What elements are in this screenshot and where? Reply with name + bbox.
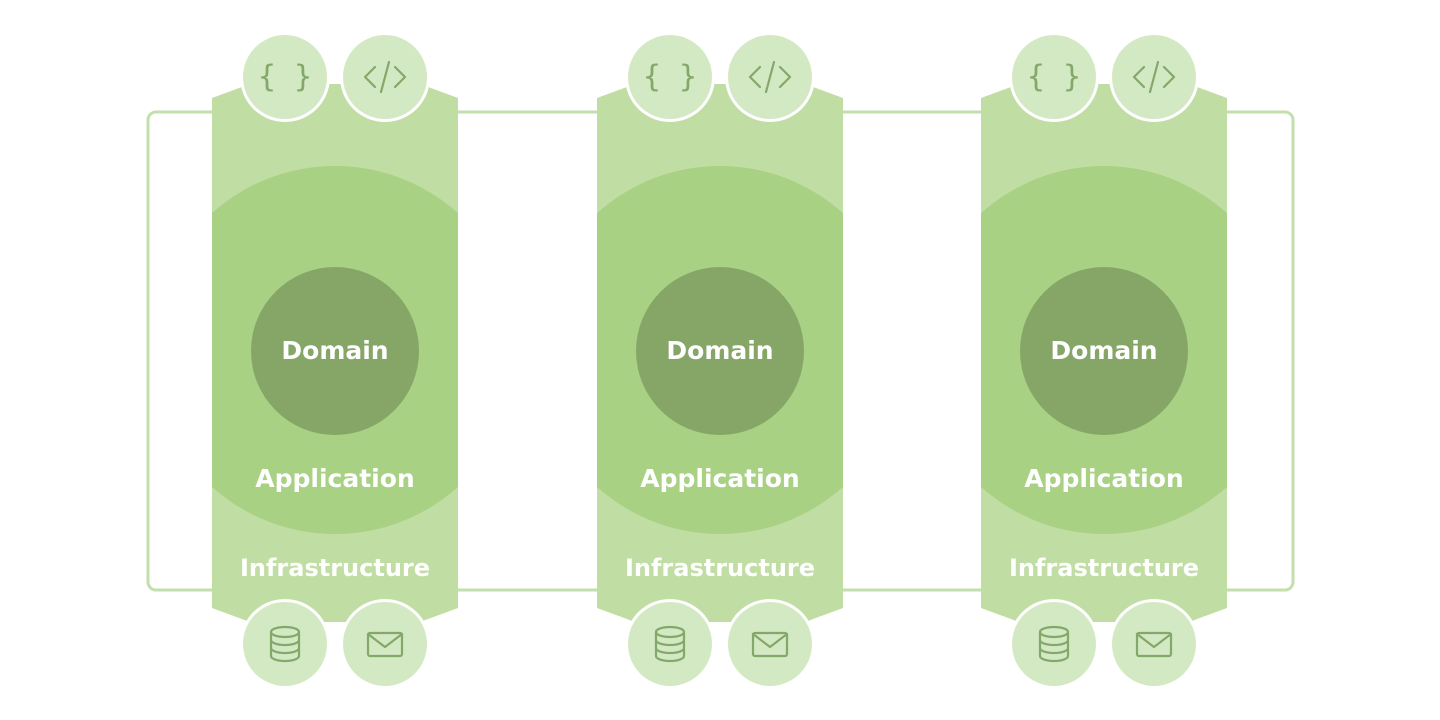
code-tag-icon (1132, 60, 1176, 94)
infrastructure-label: Infrastructure (240, 554, 430, 582)
svg-text:{ }: { } (643, 60, 697, 95)
domain-label: Domain (666, 336, 773, 365)
infrastructure-label: Infrastructure (1009, 554, 1199, 582)
icon-badge (1012, 35, 1096, 119)
mail-icon (1135, 631, 1173, 658)
domain-core (636, 267, 804, 435)
svg-text:{ }: { } (1027, 60, 1081, 95)
curly-braces-icon: { } (1027, 60, 1081, 95)
application-label: Application (1024, 464, 1183, 493)
infrastructure-label: Infrastructure (625, 554, 815, 582)
domain-label: Domain (281, 336, 388, 365)
code-tag-icon (363, 60, 407, 94)
domain-core (1020, 267, 1188, 435)
domain-core (251, 267, 419, 435)
curly-braces-icon: { } (643, 60, 697, 95)
mail-icon (751, 631, 789, 658)
database-icon (1038, 625, 1070, 663)
curly-braces-icon: { } (258, 60, 312, 95)
application-label: Application (640, 464, 799, 493)
database-icon (269, 625, 301, 663)
icon-badge (628, 35, 712, 119)
database-icon (654, 625, 686, 663)
icon-badge (243, 35, 327, 119)
code-tag-icon (748, 60, 792, 94)
svg-text:{ }: { } (258, 60, 312, 95)
application-label: Application (255, 464, 414, 493)
icon-badge (728, 602, 812, 686)
mail-icon (366, 631, 404, 658)
domain-label: Domain (1050, 336, 1157, 365)
icon-badge (1112, 602, 1196, 686)
icon-badge (343, 602, 427, 686)
